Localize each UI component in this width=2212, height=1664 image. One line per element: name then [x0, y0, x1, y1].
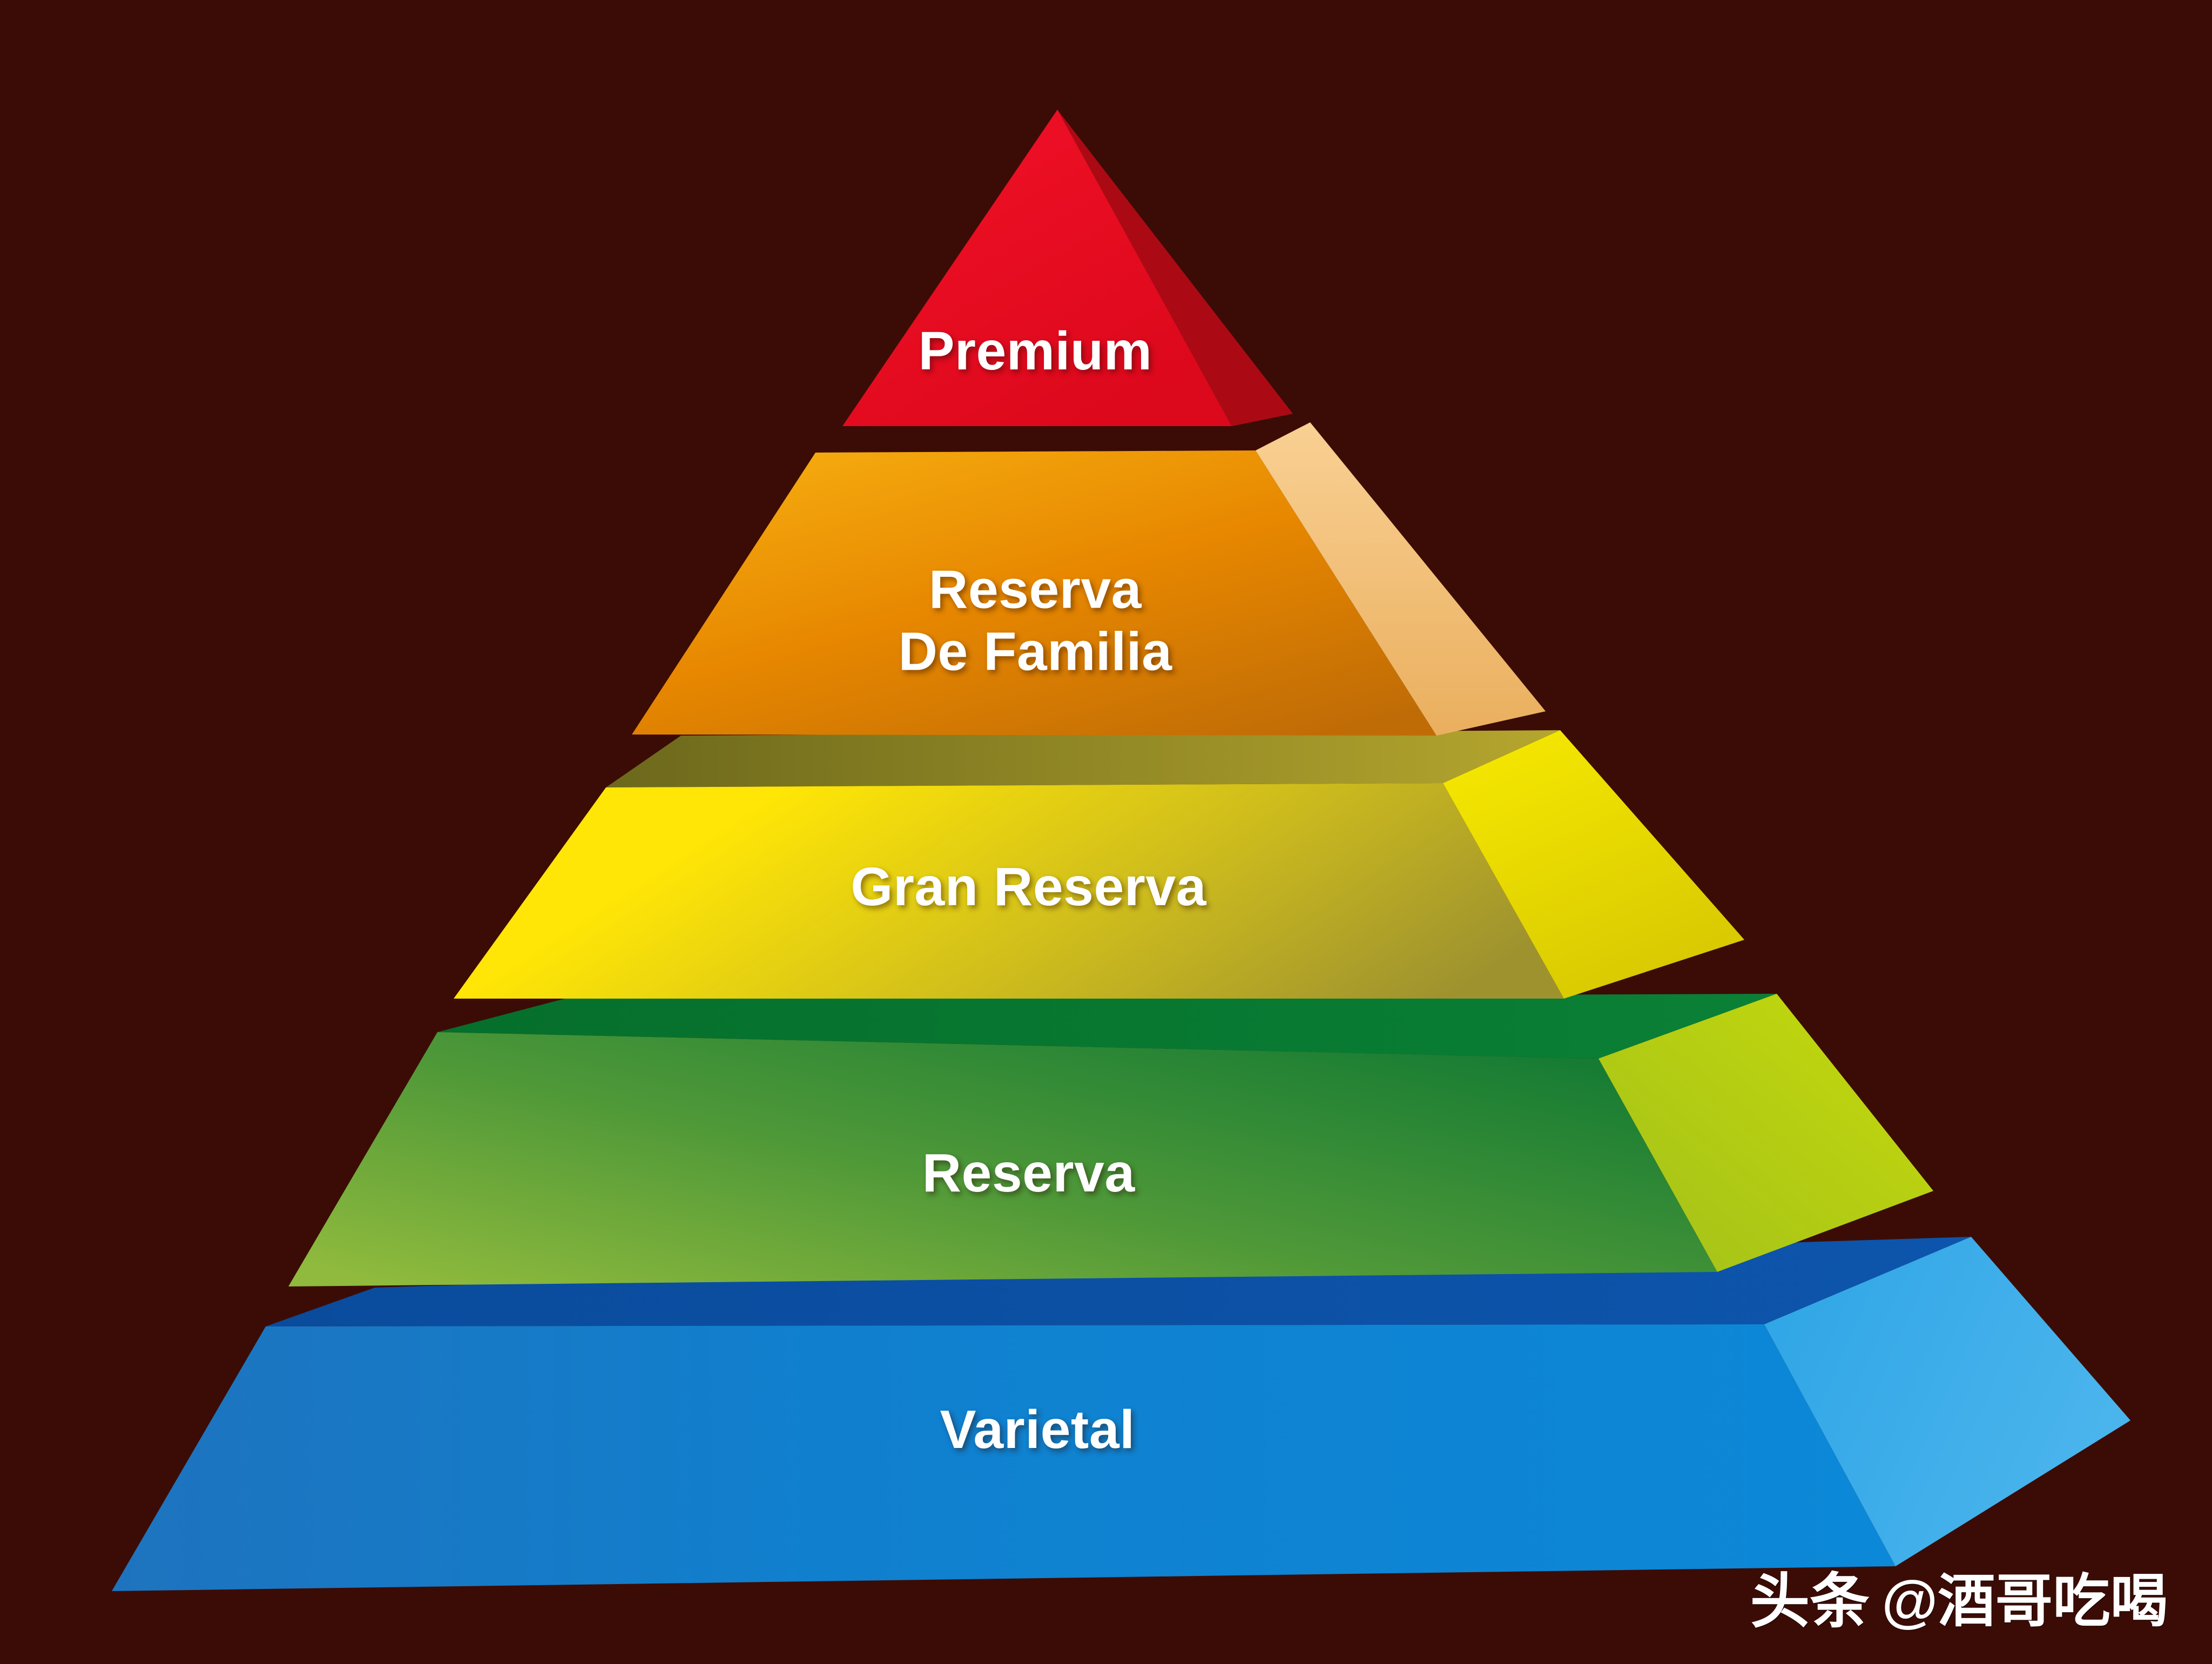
- watermark-brand: 头条: [1750, 1568, 1870, 1635]
- tier-premium-front-face: [842, 110, 1232, 426]
- tier-premium-side-face: [1057, 110, 1293, 426]
- tier-gran-reserva-front-face: [454, 783, 1564, 999]
- tier-reserva-top-face: [437, 994, 1777, 1059]
- tier-label-premium-text: Premium: [918, 320, 1152, 381]
- tier-label-reserva-text: Reserva: [922, 1142, 1135, 1203]
- tier-gran-reserva-side-face: [1443, 730, 1744, 999]
- tier-label-premium: Premium: [918, 320, 1152, 382]
- tier-label-reserva-de-familia: Reserva De Familia: [898, 559, 1172, 683]
- tier-gran-reserva-top-face: [606, 730, 1560, 787]
- tier-varietal-side-face: [1764, 1237, 2130, 1566]
- tier-varietal-front-face: [112, 1324, 1896, 1591]
- tier-reserva-de-familia-side-face: [1256, 422, 1546, 736]
- watermark: 头条 @酒哥吃喝: [1750, 1553, 2168, 1639]
- watermark-handle: @酒哥吃喝: [1881, 1569, 2168, 1634]
- tier-label-varietal-text: Varietal: [940, 1399, 1135, 1460]
- tier-label-gran-reserva: Gran Reserva: [851, 856, 1206, 918]
- tier-label-reserva-de-familia-line1: Reserva: [928, 559, 1142, 620]
- tier-reserva-side-face: [1599, 994, 1933, 1272]
- tier-reserva-front-face: [288, 1032, 1717, 1286]
- tier-label-reserva-de-familia-line2: De Familia: [898, 621, 1172, 682]
- tier-label-varietal: Varietal: [940, 1398, 1135, 1460]
- tier-label-reserva: Reserva: [922, 1142, 1135, 1204]
- tier-label-gran-reserva-text: Gran Reserva: [851, 856, 1206, 917]
- tier-reserva-de-familia-front-face: [632, 450, 1437, 736]
